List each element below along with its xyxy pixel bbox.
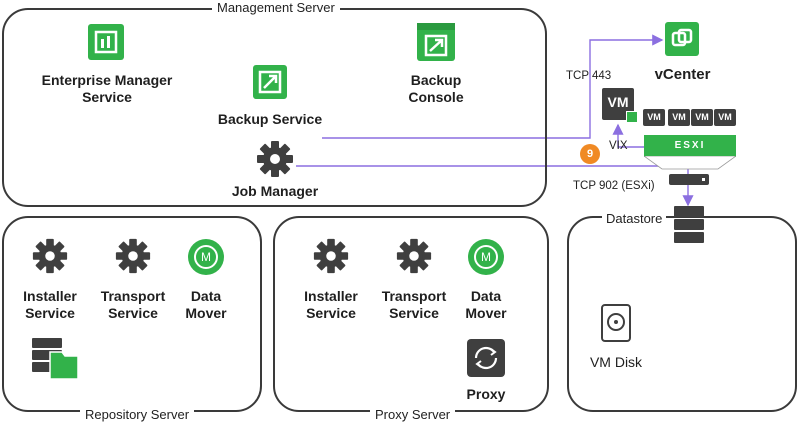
proxy-label: Proxy [466,386,506,402]
enterprise-manager-icon [88,24,124,60]
line-to-datastore [665,165,694,207]
esxi-base-shape [644,156,736,170]
vm-chip: VM [643,109,665,126]
repo-transport-label: Transport Service [100,288,166,321]
job-manager-gear-icon [257,141,293,177]
proxy-server-title: Proxy Server [370,408,456,422]
vcenter-label: vCenter [654,66,711,83]
server-unit-icon [669,174,709,185]
enterprise-manager-label: Enterprise Manager Service [41,72,173,105]
proxy-data-mover-label: Data Mover [465,288,507,321]
vm-disk-label: VM Disk [589,354,643,370]
repo-installer-gear-icon [32,238,68,274]
proxy-data-mover-icon: M [468,239,504,275]
repository-server-title: Repository Server [80,408,195,422]
backup-console-icon [417,23,455,61]
esxi-bar: ESXI [644,135,736,157]
proxy-icon [467,339,505,377]
vm-chip: VM [714,109,736,126]
repo-transport-gear-icon [115,238,151,274]
proxy-installer-label: Installer Service [304,288,358,321]
repository-storage-icon [32,338,79,380]
backup-service-icon [253,65,287,99]
vcenter-icon [665,22,699,56]
line-backup-to-vcenter [322,34,664,139]
proxy-transport-gear-icon [396,238,432,274]
datastore-title: Datastore [602,212,667,226]
tcp443-label: TCP 443 [566,70,612,82]
vm-chip: VM [691,109,713,126]
datastore-stack-icon [674,206,704,243]
backup-console-label: Backup Console [408,72,464,105]
backup-service-label: Backup Service [217,111,323,127]
repo-installer-label: Installer Service [23,288,77,321]
vm-disk-icon [601,304,631,342]
proxy-transport-label: Transport Service [381,288,447,321]
repo-data-mover-label: Data Mover [185,288,227,321]
tcp902-label: TCP 902 (ESXi) [573,180,655,192]
line-vix [612,123,645,148]
vm-chip: VM [668,109,690,126]
windows-icon [626,111,638,123]
svg-text:M: M [201,250,211,264]
job-manager-label: Job Manager [231,183,319,199]
vix-label: VIX [609,140,628,152]
management-server-title: Management Server [212,1,340,15]
proxy-installer-gear-icon [313,238,349,274]
svg-text:M: M [481,250,491,264]
repo-data-mover-icon: M [188,239,224,275]
step-badge: 9 [580,144,600,164]
